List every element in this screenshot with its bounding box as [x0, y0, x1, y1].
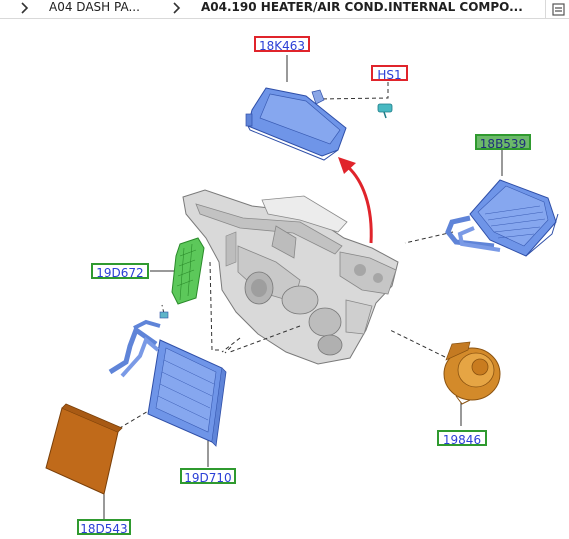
- part-hs1-sensor[interactable]: [377, 103, 393, 119]
- chevron-right-icon: [173, 2, 181, 14]
- breadcrumb-item-dash-panel[interactable]: A04 DASH PA...: [49, 0, 140, 14]
- breadcrumb: A04 DASH PA... A04.190 HEATER/AIR COND.I…: [0, 0, 569, 19]
- removal-arrow: [338, 157, 373, 244]
- part-18k463-cover[interactable]: [245, 87, 347, 161]
- callout-19d672[interactable]: 19D672: [91, 263, 149, 280]
- guide-lines: [221, 325, 301, 353]
- callout-18k463[interactable]: 18K463: [254, 36, 310, 53]
- breadcrumb-item-heater-aircond[interactable]: A04.190 HEATER/AIR COND.INTERNAL COMPO..…: [201, 0, 523, 14]
- callout-19d710[interactable]: 19D710: [180, 468, 236, 485]
- part-19846-blower-motor[interactable]: [443, 341, 501, 405]
- part-19d710-evaporator[interactable]: [108, 311, 227, 447]
- part-19d672-seal[interactable]: [171, 237, 205, 305]
- callout-18d543[interactable]: 18D543: [77, 519, 131, 536]
- parts-diagram: [45, 55, 559, 520]
- callout-19846[interactable]: 19846: [437, 430, 487, 447]
- chevron-right-icon: [21, 2, 29, 14]
- hvac-housing: [182, 189, 399, 365]
- callout-18b539[interactable]: 18B539: [475, 134, 531, 151]
- menu-icon[interactable]: [545, 0, 569, 18]
- part-18d543-filter[interactable]: [45, 403, 123, 495]
- leader-lines: [103, 55, 503, 520]
- callout-hs1[interactable]: HS1: [371, 65, 408, 82]
- part-18b539-heater-core[interactable]: [445, 179, 559, 257]
